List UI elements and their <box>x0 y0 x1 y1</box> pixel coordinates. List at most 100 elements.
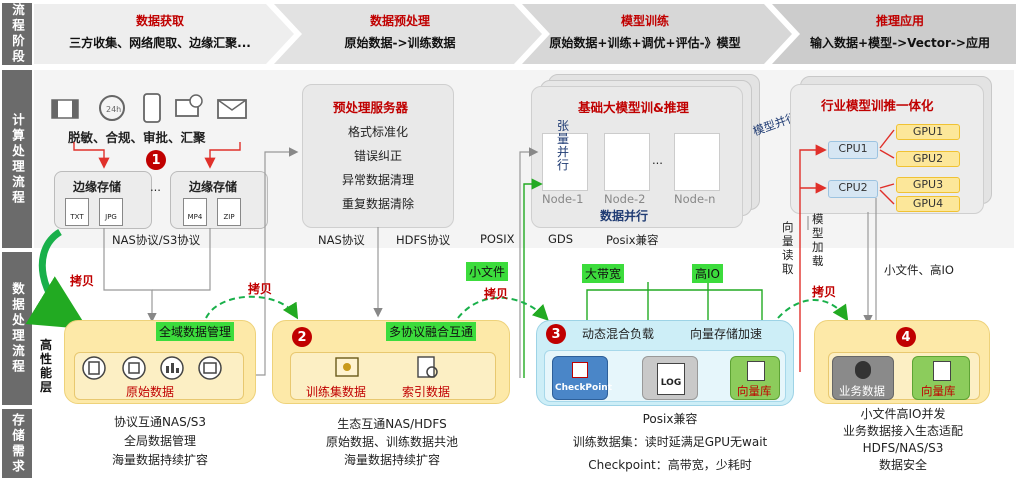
train-data-icons <box>335 356 438 378</box>
copy-label-3: 拷贝 <box>484 287 509 301</box>
row-label-storage: 存储需求 <box>2 409 32 478</box>
log-tile: LOG <box>642 356 698 400</box>
raw-data-icons <box>82 356 222 380</box>
biz-data-label: 业务数据 <box>839 384 885 398</box>
storage-req-2-line-3: 海量数据持续扩容 <box>343 453 440 467</box>
storage-req-4-line-3: HDFS/NAS/S3 <box>862 441 944 455</box>
edge-storage-2-label: 边缘存储 <box>189 180 238 194</box>
edge-dots: ... <box>150 180 161 194</box>
vector-db-tile-1: 向量库 <box>730 356 780 400</box>
storage-req-3-line-1: Posix兼容 <box>642 412 698 426</box>
storage-req-4-line-4: 数据安全 <box>878 458 927 472</box>
step-badge-2: 2 <box>292 327 312 347</box>
big-bandwidth-tag: 大带宽 <box>582 264 625 283</box>
dynamic-load-label: 动态混合负载 <box>582 327 655 341</box>
gpu-1: GPU1 <box>896 124 960 140</box>
storage-req-1: 协议互通NAS/S3 全局数据管理 海量数据持续扩容 <box>60 413 260 470</box>
high-perf-layer-label: 高性能层 <box>40 338 53 394</box>
file-icon-zip: ZIP <box>217 198 241 226</box>
vector-db-label-2: 向量库 <box>921 384 956 398</box>
high-io-tag: 高IO <box>692 264 723 283</box>
node-1-gpus <box>542 133 588 191</box>
small-io-label: 小文件、高IO <box>884 263 954 277</box>
acquire-protocol: NAS协议/S3协议 <box>112 233 201 247</box>
vector-read-label: 向量读取 <box>782 220 794 276</box>
acquire-steps: 脱敏、合规、审批、汇聚 <box>68 130 206 145</box>
storage-req-2-line-2: 原始数据、训练数据共池 <box>325 435 458 449</box>
preprocess-proto-nas: NAS协议 <box>318 233 365 247</box>
storage-req-1-line-2: 全局数据管理 <box>123 434 196 448</box>
stage-title-1: 数据获取 <box>135 14 184 28</box>
stage-sub-2: 原始数据->训练数据 <box>344 36 456 50</box>
preprocess-item-2: 错误纠正 <box>353 149 402 163</box>
stage-sub-3: 原始数据+训练+调优+评估-》模型 <box>549 36 741 50</box>
cpu-2: CPU2 <box>828 180 878 198</box>
gpu-3: GPU3 <box>896 177 960 193</box>
storage-req-4-line-1: 小文件高IO并发 <box>860 407 946 421</box>
tensor-parallel-label: 张量并行 <box>557 119 570 172</box>
stage-title-2: 数据预处理 <box>369 14 430 28</box>
vector-accel-label: 向量存储加速 <box>690 327 763 341</box>
posix-label: POSIX <box>480 232 515 246</box>
source-icons: 24h <box>51 93 247 123</box>
stage-title-3: 模型训练 <box>620 14 669 28</box>
multi-protocol-tag: 多协议融合互通 <box>386 322 477 341</box>
cpu-1: CPU1 <box>828 141 878 159</box>
vector-db-icon-1 <box>747 361 765 381</box>
vector-db-icon-2 <box>933 361 951 381</box>
row-label-stage: 流程阶段 <box>2 3 32 65</box>
global-data-mgmt-tag: 全域数据管理 <box>156 322 235 341</box>
node-2-gpus <box>604 133 650 191</box>
copy-label-1: 拷贝 <box>70 274 95 288</box>
training-title: 基础大模型训&推理 <box>578 100 689 115</box>
preprocess-item-3: 异常数据清理 <box>341 173 414 187</box>
edge-storage-1: 边缘存储 TXT JPG <box>54 171 152 229</box>
storage-req-3-line-2: 训练数据集：读时延满足GPU无wait <box>572 435 768 449</box>
log-icon: LOG <box>657 363 685 395</box>
small-file-tag: 小文件 <box>466 262 509 281</box>
gpu-2: GPU2 <box>896 151 960 167</box>
train-data-panel <box>290 352 496 400</box>
raw-data-label: 原始数据 <box>126 385 175 399</box>
edge-storage-2: 边缘存储 MP4 ZIP <box>170 171 268 229</box>
row-label-compute: 计算处理流程 <box>2 70 32 248</box>
preprocess-item-1: 格式标准化 <box>347 125 408 139</box>
storage-req-4: 小文件高IO并发 业务数据接入生态适配 HDFS/NAS/S3 数据安全 <box>808 406 998 474</box>
training-dots: ... <box>652 153 663 167</box>
node-2-label: Node-2 <box>604 192 646 206</box>
node-n-gpus <box>674 133 720 191</box>
index-data-label: 索引数据 <box>402 385 451 399</box>
node-1-label: Node-1 <box>542 192 584 206</box>
step-badge-3: 3 <box>546 324 566 344</box>
checkpoint-tile: CheckPoint <box>552 356 612 400</box>
inference-title: 行业模型训推一体化 <box>821 98 934 113</box>
brain-icon <box>855 361 871 379</box>
node-n-label: Node-n <box>674 192 716 206</box>
storage-req-3-line-3: Checkpoint：高带宽，少耗时 <box>588 458 752 472</box>
preprocess-proto-hdfs: HDFS协议 <box>396 233 451 247</box>
copy-label-2: 拷贝 <box>248 282 273 296</box>
vector-db-tile-2: 向量库 <box>912 356 970 400</box>
model-load-label: 模型加载 <box>812 212 824 268</box>
step-badge-4: 4 <box>896 327 916 347</box>
copy-label-4: 拷贝 <box>812 285 837 299</box>
storage-req-2: 生态互通NAS/HDFS 原始数据、训练数据共池 海量数据持续扩容 <box>282 415 502 469</box>
preprocess-item-4: 重复数据清除 <box>341 197 414 211</box>
file-icon-mp4: MP4 <box>183 198 207 226</box>
checkpoint-label: CheckPoint <box>555 383 613 393</box>
gds-label: GDS <box>548 232 574 246</box>
storage-req-3: Posix兼容 训练数据集：读时延满足GPU无wait Checkpoint：高… <box>540 408 800 477</box>
gpu-4: GPU4 <box>896 196 960 212</box>
checkpoint-icon <box>572 362 588 378</box>
vector-db-label-1: 向量库 <box>737 384 772 398</box>
edge-storage-1-label: 边缘存储 <box>73 180 122 194</box>
svg-text:24h: 24h <box>106 105 121 114</box>
train-set-label: 训练集数据 <box>306 385 367 399</box>
file-icon-txt: TXT <box>65 198 89 226</box>
stage-chevrons <box>34 4 1016 64</box>
storage-req-4-line-2: 业务数据接入生态适配 <box>842 424 963 438</box>
stage-sub-4: 输入数据+模型->Vector->应用 <box>810 36 990 50</box>
storage-req-1-line-1: 协议互通NAS/S3 <box>113 415 207 429</box>
data-parallel-label: 数据并行 <box>600 209 649 223</box>
storage-req-1-line-3: 海量数据持续扩容 <box>111 453 208 467</box>
